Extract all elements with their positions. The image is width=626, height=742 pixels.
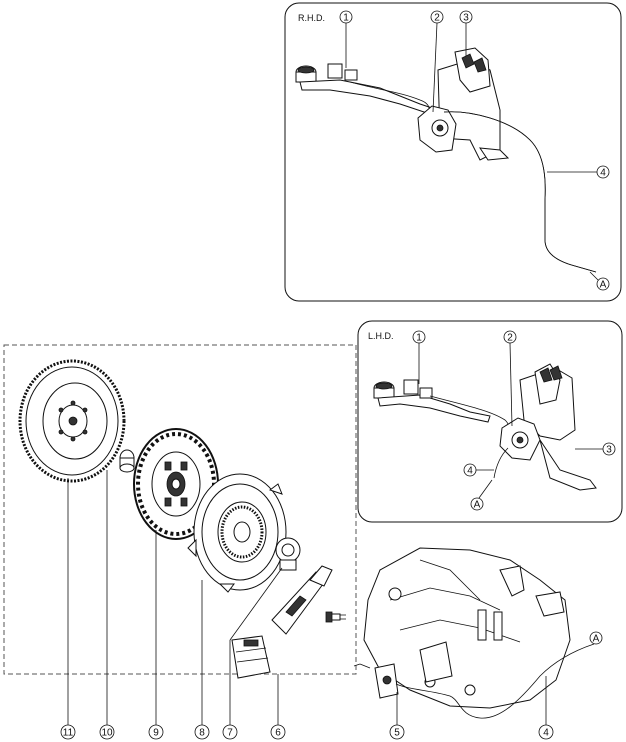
clutch-assembly-group xyxy=(3,344,357,726)
flywheel xyxy=(18,359,126,483)
svg-text:3: 3 xyxy=(463,13,469,24)
svg-text:1: 1 xyxy=(343,13,349,24)
callout-11: 11 xyxy=(60,724,76,740)
rhd-callout-4: 4 xyxy=(547,165,610,179)
trans-callout-A: A xyxy=(589,631,603,645)
svg-text:9: 9 xyxy=(153,728,159,739)
callout-8: 8 xyxy=(194,724,210,740)
clutch-disc xyxy=(133,428,219,540)
svg-text:A: A xyxy=(474,500,481,511)
lhd-clutch-pipe xyxy=(493,447,509,479)
rhd-title: R.H.D. xyxy=(298,13,325,23)
lhd-callout-4: 4 xyxy=(463,463,494,477)
clutch-cover xyxy=(187,473,287,593)
rhd-callout-2: 2 xyxy=(430,10,444,113)
release-fork xyxy=(271,565,333,635)
rhd-callout-1: 1 xyxy=(339,10,353,68)
svg-text:5: 5 xyxy=(394,728,400,739)
lhd-callout-2: 2 xyxy=(503,330,517,427)
lhd-title: L.H.D. xyxy=(368,331,394,341)
lhd-callout-A: A xyxy=(470,479,493,511)
svg-text:4: 4 xyxy=(467,466,473,477)
pivot-bolt xyxy=(325,611,346,623)
lhd-reservoir xyxy=(373,379,491,423)
callout-7: 7 xyxy=(222,724,238,740)
svg-text:1: 1 xyxy=(416,333,422,344)
lhd-panel: L.H.D. 1 2 xyxy=(357,320,623,523)
lhd-callout-3: 3 xyxy=(575,442,616,456)
svg-text:11: 11 xyxy=(63,728,74,739)
transmission-clutch-pipe xyxy=(395,643,595,719)
svg-text:2: 2 xyxy=(507,333,513,344)
trans-callout-5: 5 xyxy=(389,692,405,740)
svg-text:4: 4 xyxy=(600,168,606,179)
svg-text:4: 4 xyxy=(543,728,549,739)
callout-10: 10 xyxy=(99,724,115,740)
release-fork-boot xyxy=(231,635,271,679)
svg-text:8: 8 xyxy=(199,728,205,739)
lhd-callout-1: 1 xyxy=(412,330,426,384)
rhd-callout-A: A xyxy=(589,271,610,291)
transmission xyxy=(353,547,595,719)
svg-text:10: 10 xyxy=(101,728,113,739)
pilot-bearing xyxy=(119,449,135,473)
svg-text:A: A xyxy=(593,634,600,645)
release-bearing xyxy=(275,537,301,571)
lhd-pedal-assembly xyxy=(499,363,597,491)
callout-6: 6 xyxy=(270,724,286,740)
rhd-callout-3: 3 xyxy=(459,10,473,56)
callout-9: 9 xyxy=(148,724,164,740)
svg-text:2: 2 xyxy=(434,13,440,24)
svg-text:3: 3 xyxy=(606,445,612,456)
svg-text:A: A xyxy=(600,280,607,291)
trans-callout-4: 4 xyxy=(538,676,554,740)
svg-text:7: 7 xyxy=(227,728,233,739)
rhd-pedal-assembly xyxy=(417,47,510,161)
rhd-panel: R.H.D. 1 xyxy=(284,2,622,302)
svg-text:6: 6 xyxy=(275,728,281,739)
